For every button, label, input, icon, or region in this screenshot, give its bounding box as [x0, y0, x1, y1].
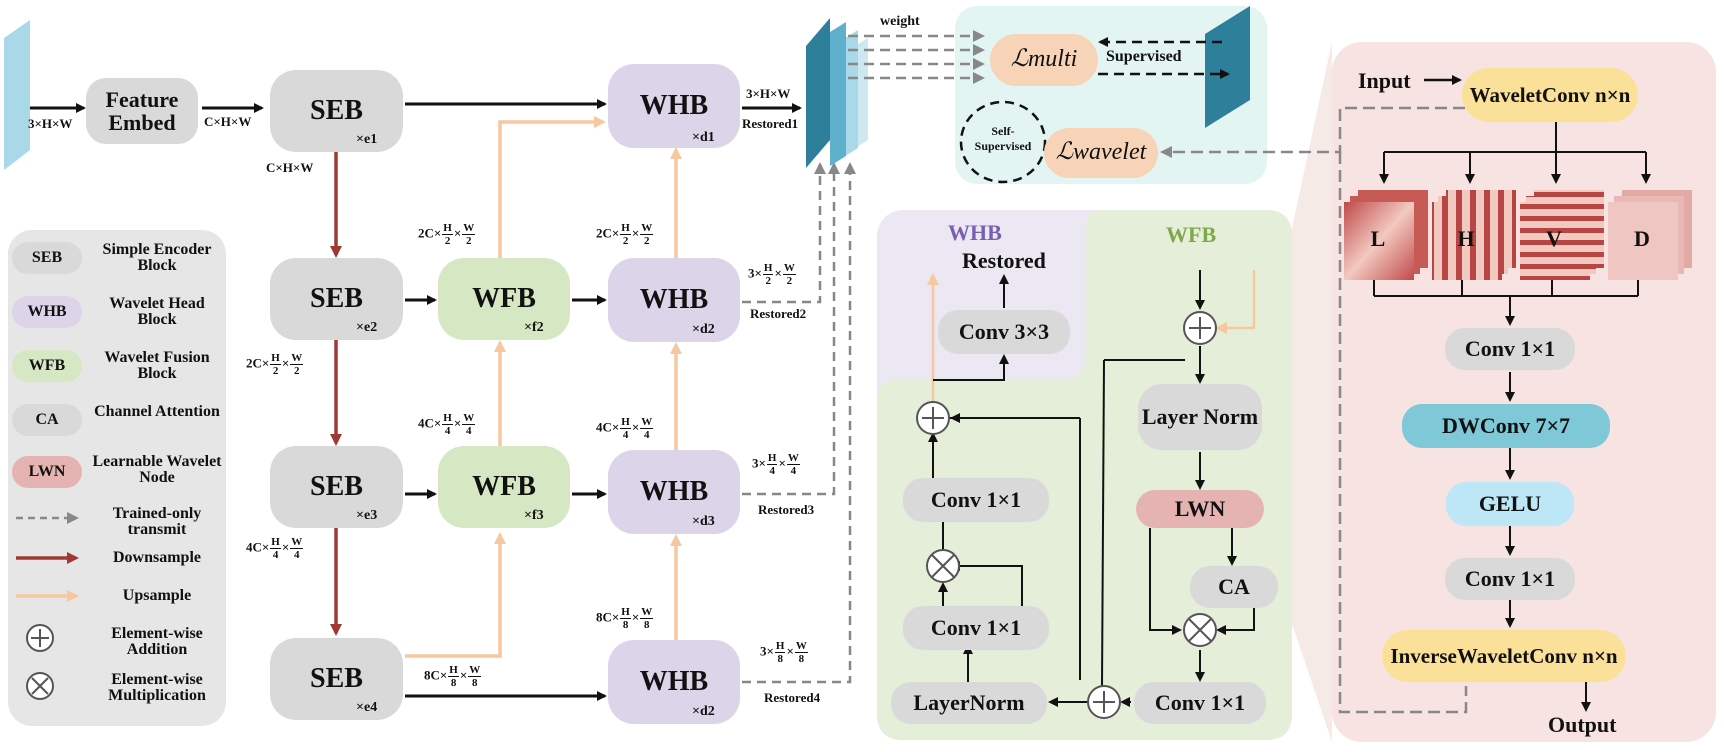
wfb-block-2: WFB — [438, 446, 570, 528]
whb-rep-1: ×d1 — [692, 130, 715, 145]
add-node-1 — [916, 401, 950, 435]
cube-D — [1608, 190, 1692, 280]
whb-block-2: WHB — [608, 258, 740, 342]
cube-H — [1432, 190, 1516, 280]
legend-key-lwn: LWN — [12, 456, 82, 488]
detail-restored-label: Restored — [962, 248, 1046, 273]
inverse-waveletconv-block: InverseWaveletConv n×n — [1382, 630, 1626, 682]
legend-text-wfb: Wavelet Fusion Block — [104, 349, 210, 382]
detail-conv11-a: Conv 1×1 — [903, 478, 1049, 522]
embed-dim-label: C×H×W — [204, 114, 252, 129]
loss-multi-text: ℒmulti — [1010, 46, 1078, 73]
legend-text-whb: Wavelet Head Block — [109, 295, 205, 328]
restored1-label: Restored1 — [742, 116, 799, 131]
wfb-rep-1: ×f2 — [524, 320, 544, 335]
whb-block-3: WHB — [608, 450, 740, 534]
legend-text-multiplication: Element-wise Multiplication — [108, 671, 206, 704]
restored4-label: Restored4 — [764, 690, 821, 705]
weight-label: weight — [880, 14, 920, 29]
add-node-3 — [1183, 311, 1217, 345]
detail-whb-title: WHB — [948, 220, 1002, 245]
whb-rep-4: ×d2 — [692, 704, 715, 719]
restored3-label: Restored3 — [758, 502, 815, 517]
wfb-block-1: WFB — [438, 258, 570, 340]
wavelet-output-label: Output — [1548, 712, 1617, 737]
detail-lwn: LWN — [1136, 490, 1264, 528]
input-plane — [4, 20, 30, 170]
detail-ca: CA — [1190, 566, 1278, 608]
ground-truth-plane — [1205, 6, 1250, 128]
detail-conv11-c: Conv 1×1 — [1134, 682, 1266, 724]
legend-key-ca: CA — [12, 404, 82, 436]
seb-block-3: SEB — [270, 446, 403, 528]
legend-text-downsample: Downsample — [112, 549, 201, 566]
seb-block-4: SEB — [270, 638, 403, 720]
restored-plane-1 — [806, 18, 830, 168]
whb-block-1: WHB — [608, 64, 740, 148]
detail-layer-norm: Layer Norm — [1138, 384, 1262, 450]
restored2-label: Restored2 — [750, 306, 807, 321]
band-label-h: H — [1457, 226, 1475, 251]
seb-rep-2: ×e2 — [356, 320, 378, 335]
seb-block-2: SEB — [270, 258, 403, 340]
wavelet-conv11-b: Conv 1×1 — [1445, 558, 1575, 600]
wfb-rep-2: ×f3 — [524, 508, 544, 523]
mul-node-1 — [926, 549, 960, 583]
legend-text-lwn: Learnable Wavelet Node — [92, 453, 222, 486]
feature-embed-block: Feature Embed — [86, 78, 198, 144]
legend-key-whb: WHB — [12, 296, 82, 328]
supervised-label: Supervised — [1106, 48, 1182, 65]
legend-text-transmit: Trained-only transmit — [112, 505, 202, 538]
loss-wavelet-pill — [1044, 128, 1158, 178]
mul-node-2 — [1183, 613, 1217, 647]
restored1-dim: 3×H×W — [746, 86, 791, 101]
seb-rep-4: ×e4 — [356, 700, 378, 715]
waveletconv-block: WaveletConv n×n — [1462, 68, 1638, 122]
detail-layernorm: LayerNorm — [891, 682, 1047, 724]
wavelet-conv11-a: Conv 1×1 — [1445, 328, 1575, 370]
legend-key-seb: SEB — [12, 242, 82, 274]
band-label-v: V — [1546, 226, 1562, 251]
add-node-2 — [1087, 685, 1121, 719]
input-dim-label: 3×H×W — [28, 116, 73, 131]
wavelet-dwconv: DWConv 7×7 — [1402, 404, 1610, 448]
seb-rep-3: ×e3 — [356, 508, 378, 523]
loss-wavelet-text: ℒwavelet — [1055, 139, 1147, 166]
cube-V — [1520, 190, 1604, 280]
band-label-d: D — [1634, 226, 1650, 251]
legend-text-upsample: Upsample — [122, 587, 192, 604]
detail-wfb-title: WFB — [1166, 222, 1217, 247]
band-label-l: L — [1370, 226, 1386, 251]
seb-block-1: SEB — [270, 70, 403, 152]
restored-plane-2 — [830, 22, 846, 166]
seb1-dim-label: C×H×W — [266, 160, 314, 175]
detail-conv11-b: Conv 1×1 — [903, 606, 1049, 650]
whb-block-4: WHB — [608, 640, 740, 724]
seb-rep-1: ×e1 — [356, 132, 378, 147]
cube-L — [1344, 190, 1428, 280]
legend-key-wfb: WFB — [12, 350, 82, 382]
wavelet-gelu: GELU — [1446, 482, 1574, 526]
loss-multi-pill — [990, 34, 1098, 86]
legend-text-ca: Channel Attention — [94, 403, 220, 420]
whb-rep-3: ×d3 — [692, 514, 715, 529]
whb-rep-2: ×d2 — [692, 322, 715, 337]
wavelet-input-label: Input — [1358, 68, 1411, 93]
legend-text-seb: Simple Encoder Block — [102, 241, 212, 274]
self-supervised-label: Self-Supervised — [974, 124, 1032, 153]
legend-text-addition: Element-wise Addition — [111, 625, 203, 658]
detail-conv33: Conv 3×3 — [938, 310, 1070, 354]
